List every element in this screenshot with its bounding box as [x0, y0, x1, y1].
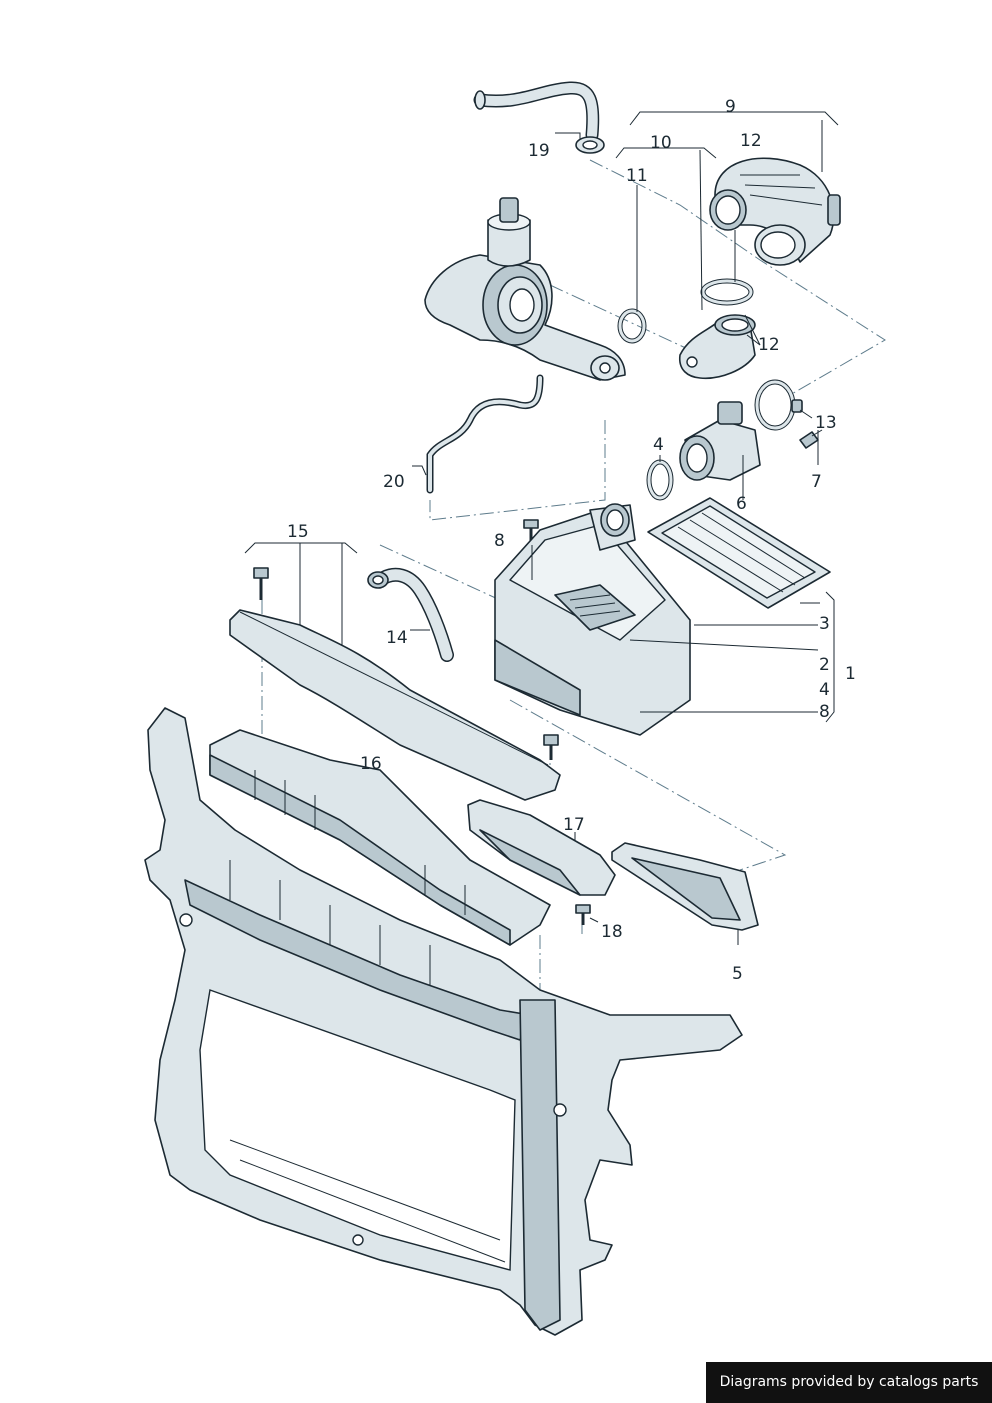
air-flow-meter-6: [679, 401, 761, 481]
callout-11: 11: [626, 166, 648, 186]
turbocharger: [424, 197, 626, 381]
air-filter-3: [647, 497, 831, 609]
hose-19: [473, 81, 605, 154]
seal-ring-4: [646, 459, 674, 501]
callout-3: 3: [819, 614, 830, 634]
cover-panel-15: [229, 609, 561, 801]
callout-16: 16: [360, 754, 382, 774]
clamp-13: [754, 379, 803, 431]
callout-18: 18: [601, 922, 623, 942]
callout-20: 20: [383, 472, 405, 492]
callout-17: 17: [563, 815, 585, 835]
callout-9: 9: [725, 97, 736, 117]
callout-10: 10: [650, 133, 672, 153]
o-ring-11: [617, 308, 647, 344]
elbow-12: [678, 314, 756, 380]
callout-6: 6: [736, 494, 747, 514]
intake-hose-12: [709, 157, 841, 266]
callout-8a: 8: [494, 531, 505, 551]
callout-2: 2: [819, 655, 830, 675]
duct-bracket-17: [467, 799, 616, 896]
callout-14: 14: [386, 628, 408, 648]
front-end-carrier: [144, 707, 743, 1336]
air-filter-housing-2: [494, 503, 691, 736]
air-guide-5: [611, 842, 759, 931]
callout-labels: 9 10 12 19 11 12 13 4 7 20 6 8 15 3 14 2…: [287, 97, 856, 984]
callout-19: 19: [528, 141, 550, 161]
credit-banner: Diagrams provided by catalogs parts: [706, 1362, 992, 1403]
callout-7: 7: [811, 472, 822, 492]
screw-15b: [543, 734, 559, 760]
callout-15: 15: [287, 522, 309, 542]
callout-4b: 4: [819, 680, 830, 700]
air-duct-16: [209, 729, 551, 946]
callout-1: 1: [845, 664, 856, 684]
callout-12b: 12: [758, 335, 780, 355]
screw-18: [575, 904, 591, 925]
tube-20: [426, 374, 544, 494]
screw-15a: [253, 567, 269, 600]
callout-13: 13: [815, 413, 837, 433]
callout-5: 5: [732, 964, 743, 984]
callout-8b: 8: [819, 702, 830, 722]
clamp-10: [700, 278, 754, 306]
callout-12a: 12: [740, 131, 762, 151]
callout-4a: 4: [653, 435, 664, 455]
leader-lines: [244, 111, 839, 945]
hose-14: [367, 567, 454, 662]
